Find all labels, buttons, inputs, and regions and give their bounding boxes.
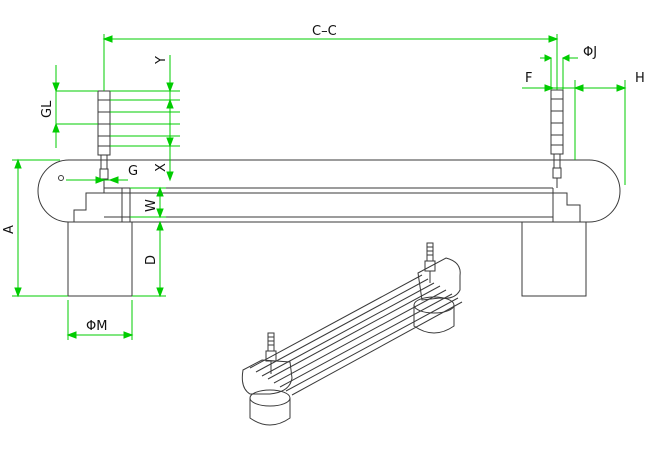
- iso-left-bolt: [265, 332, 277, 374]
- iso-left-cap: [241, 359, 293, 395]
- left-leg: [67, 221, 133, 297]
- dimension-lines: [12, 34, 627, 340]
- dim-gl-label: GL: [40, 100, 55, 118]
- left-bolt: [97, 90, 111, 188]
- dim-phi-m-label: ΦM: [86, 319, 107, 334]
- dim-w-label: W: [144, 199, 159, 212]
- hole-mark: [58, 175, 64, 181]
- isometric-view: [241, 242, 463, 426]
- dim-cc-label: C–C: [312, 24, 337, 39]
- dim-f-label: F: [525, 71, 532, 86]
- iso-left-leg: [249, 398, 291, 426]
- iso-right-bolt: [424, 242, 436, 283]
- dim-a-label: A: [2, 225, 17, 234]
- right-bolt: [550, 89, 564, 188]
- dim-d-label: D: [144, 255, 159, 265]
- left-step: [73, 188, 105, 222]
- front-view: [37, 89, 621, 297]
- dim-y-label: Y: [154, 56, 169, 65]
- dim-g-label: G: [128, 164, 138, 179]
- dimension-labels: C–C ΦJ F H Y GL X G A W D ΦM: [2, 24, 645, 334]
- right-leg: [521, 221, 587, 297]
- body-outline: [37, 159, 621, 223]
- dim-x-label: X: [154, 163, 169, 172]
- iso-right-leg: [413, 305, 455, 334]
- dim-phi-j-label: ΦJ: [583, 45, 597, 60]
- iso-left-leg-top: [249, 389, 291, 407]
- dim-h-label: H: [635, 71, 645, 86]
- right-step: [552, 188, 581, 222]
